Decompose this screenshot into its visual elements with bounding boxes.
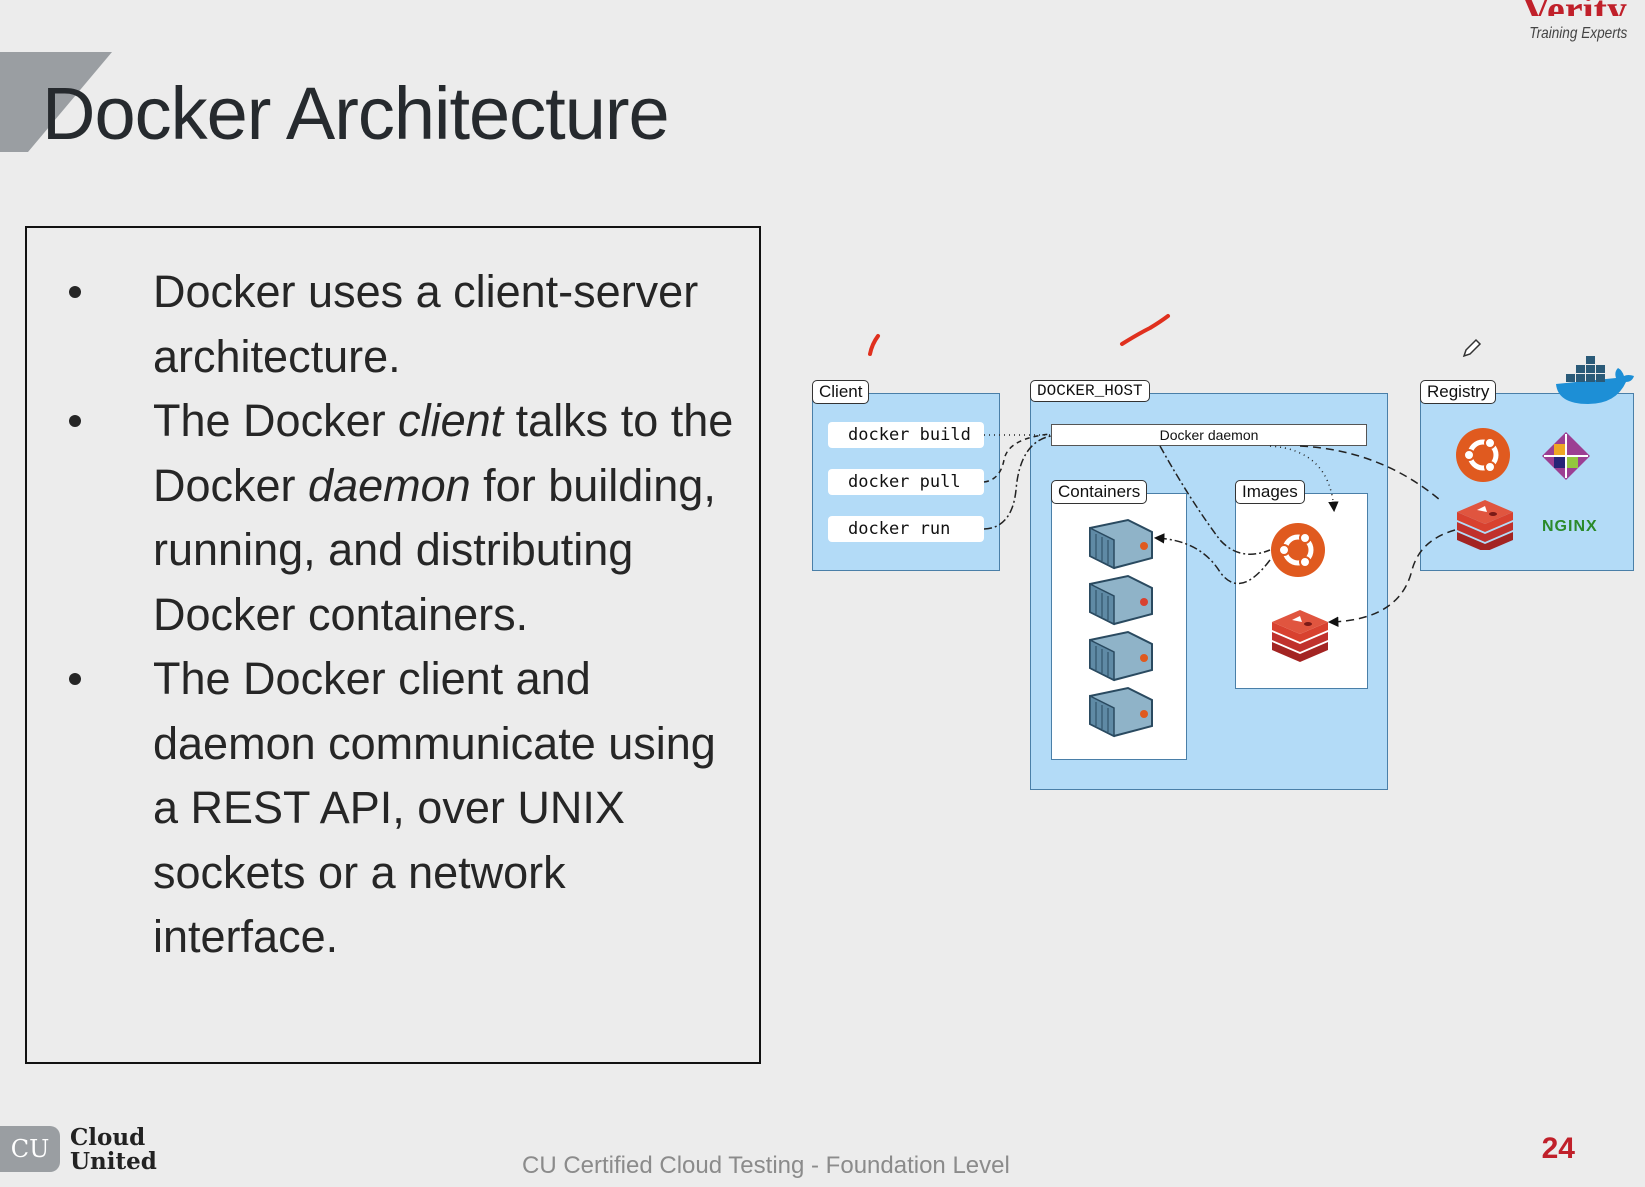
container-icon (1089, 630, 1153, 682)
pencil-icon (1462, 338, 1482, 358)
cloud-united-logo: CU Cloud United (0, 1120, 170, 1176)
client-label: Client (812, 380, 870, 404)
centos-icon (1542, 432, 1590, 480)
title-corner-accent (0, 52, 112, 152)
docker-daemon-bar: Docker daemon (1051, 424, 1367, 446)
bullet-list: Docker uses a client-server architecture… (27, 228, 759, 970)
ubuntu-icon (1456, 428, 1510, 482)
container-icon (1089, 574, 1153, 626)
bullet-item: Docker uses a client-server architecture… (69, 260, 739, 389)
ubuntu-image-icon (1271, 523, 1325, 577)
bullet-text-box: Docker uses a client-server architecture… (25, 226, 761, 1064)
docker-host-label: DOCKER_HOST (1030, 380, 1150, 402)
bullet-text: talks to the Docker (153, 395, 734, 511)
annotation-mark-host (1120, 314, 1170, 346)
redis-image-icon (1272, 610, 1328, 662)
registry-label: Registry (1420, 380, 1497, 404)
footer-course-title: CU Certified Cloud Testing - Foundation … (522, 1152, 1010, 1179)
brand-name: Verity (1512, 0, 1627, 16)
bullet-item: The Docker client and daemon communicate… (69, 647, 739, 970)
bullet-text: The Docker client and daemon communicate… (153, 653, 716, 962)
bullet-dot (69, 673, 81, 685)
bullet-text: for building, running, and distributing … (153, 459, 716, 640)
redis-icon (1457, 500, 1513, 550)
docker-build-command: docker build (828, 422, 984, 448)
nginx-label: NGINX (1542, 518, 1598, 535)
page-number: 24 (1541, 1132, 1575, 1165)
slide-title: Docker Architecture (42, 72, 670, 155)
bullet-dot (69, 286, 81, 298)
bullet-text: Docker uses a client-server architecture… (153, 266, 699, 382)
docker-architecture-diagram: Client docker build docker pull docker r… (800, 300, 1645, 800)
containers-label: Containers (1051, 480, 1148, 504)
docker-run-command: docker run (828, 516, 984, 542)
bullet-emphasis: daemon (308, 459, 471, 511)
annotation-mark-client (868, 334, 880, 356)
container-icon (1089, 686, 1153, 738)
brand-tagline: Training Experts (1528, 25, 1627, 42)
docker-pull-command: docker pull (828, 469, 984, 495)
container-icon (1089, 518, 1153, 570)
brand-logo: Verity Training Experts (1512, 0, 1627, 43)
registry-box (1420, 393, 1634, 571)
docker-whale-icon (1556, 356, 1634, 404)
logo-word-united: United (70, 1148, 157, 1175)
images-label: Images (1235, 480, 1305, 504)
cu-badge: CU (0, 1126, 60, 1172)
bullet-emphasis: client (398, 395, 504, 446)
bullet-text: The Docker (153, 395, 399, 446)
bullet-dot (69, 415, 81, 427)
logo-word-cloud: Cloud (70, 1124, 146, 1151)
bullet-item: The Docker client talks to the Docker da… (69, 389, 739, 647)
